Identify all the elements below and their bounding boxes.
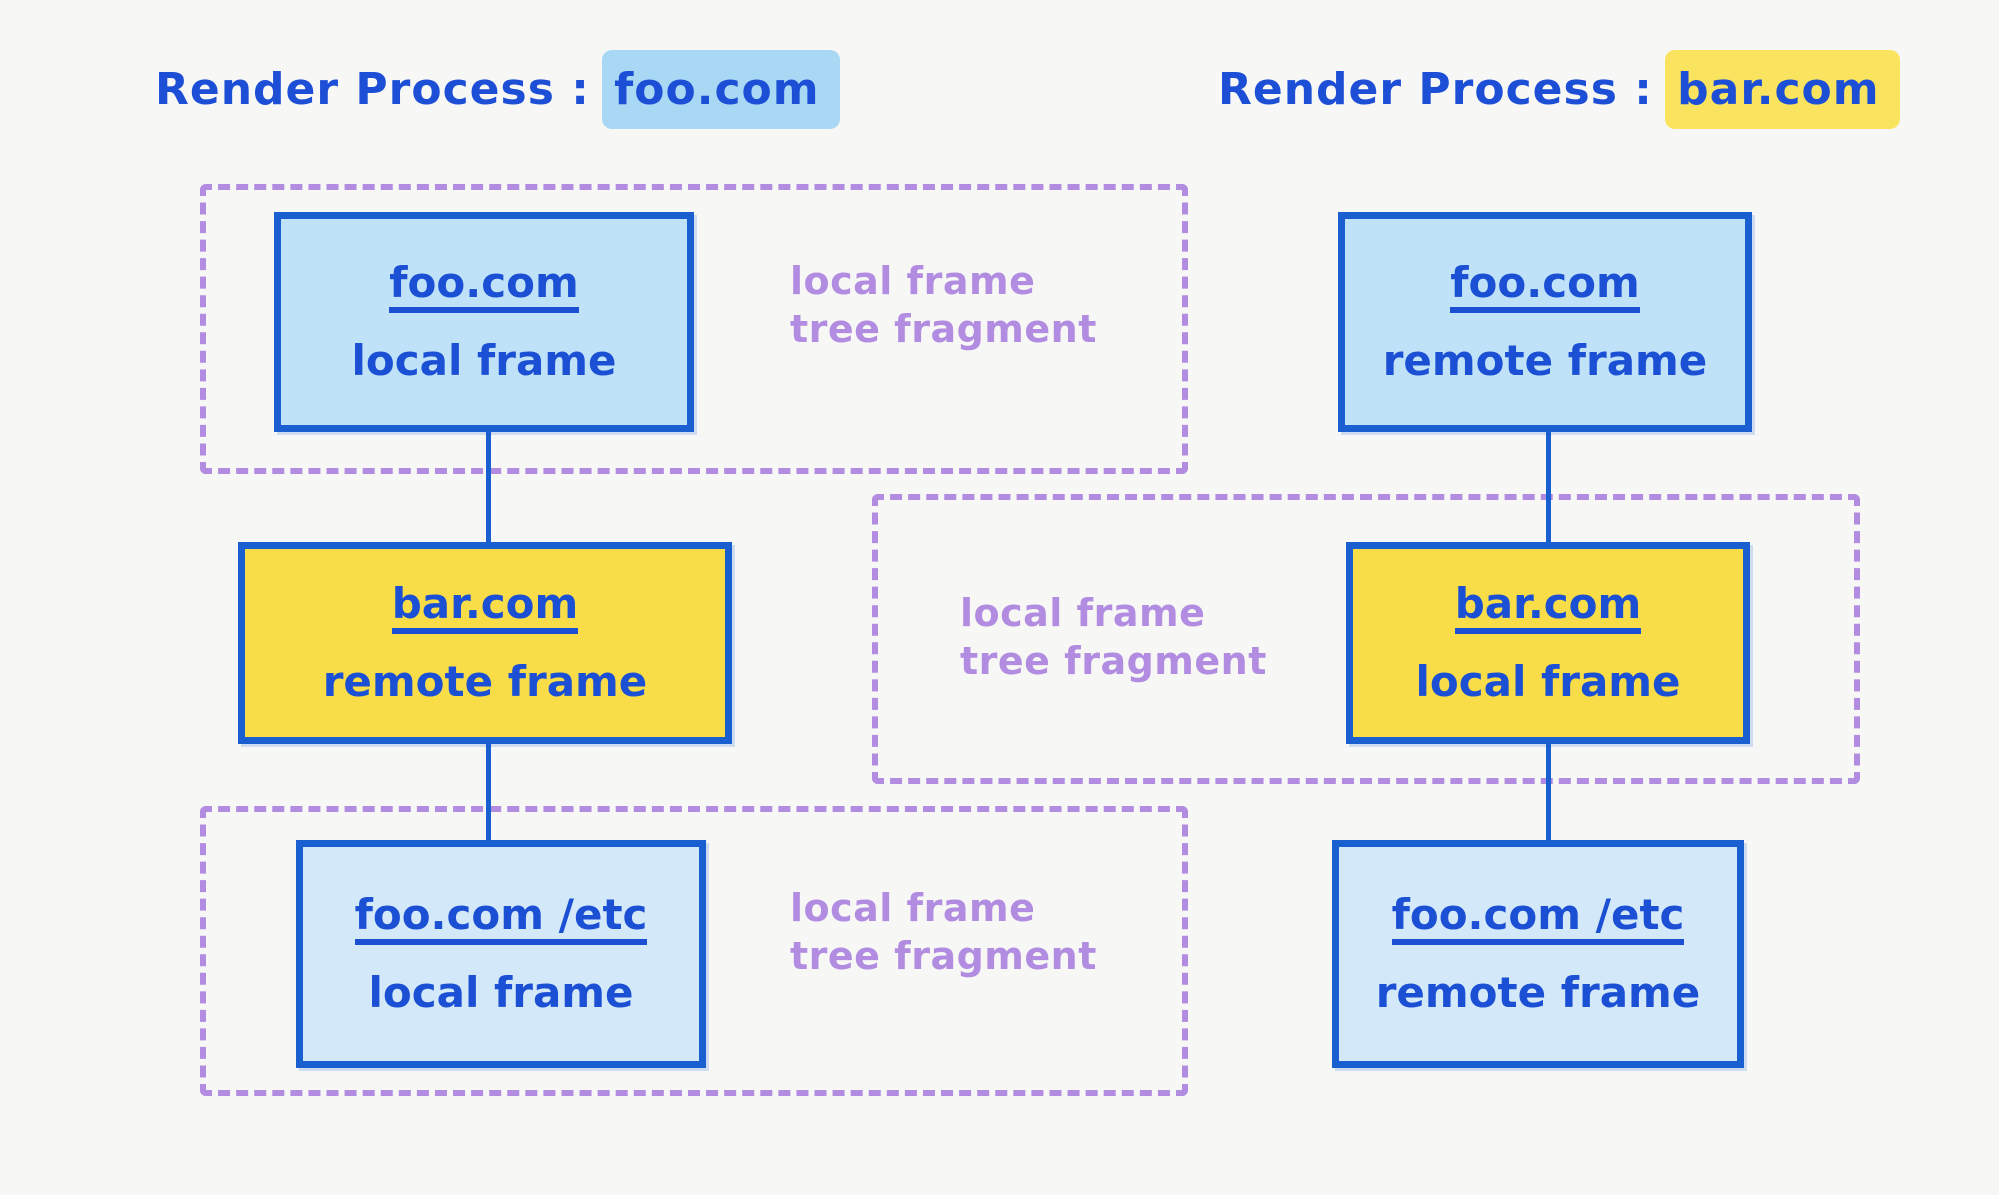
fragment-label-line1: local frame bbox=[960, 591, 1206, 635]
frame-kind: local frame bbox=[1415, 657, 1681, 706]
frame-origin: foo.com /etc bbox=[1391, 892, 1685, 945]
frame-origin: foo.com bbox=[389, 260, 579, 313]
frame-kind: remote frame bbox=[322, 657, 648, 706]
fragment-region-top-left bbox=[200, 184, 1188, 474]
fragment-label-line2: tree fragment bbox=[790, 933, 1097, 978]
fragment-label-line2: tree fragment bbox=[960, 638, 1267, 683]
frame-node-left-3[interactable]: foo.com /etc local frame bbox=[296, 840, 706, 1068]
process-title-right-origin: bar.com bbox=[1665, 50, 1900, 129]
frame-kind: remote frame bbox=[1375, 968, 1701, 1017]
connector-right-2 bbox=[1546, 742, 1551, 862]
fragment-label-top-left: local frame tree fragment bbox=[790, 258, 1097, 353]
connector-left-1 bbox=[486, 430, 491, 550]
frame-node-right-2[interactable]: bar.com local frame bbox=[1346, 542, 1750, 744]
process-title-right-prefix: Render Process : bbox=[1218, 64, 1653, 115]
frame-kind: local frame bbox=[368, 968, 634, 1017]
frame-node-left-2[interactable]: bar.com remote frame bbox=[238, 542, 732, 744]
connector-right-1 bbox=[1546, 430, 1551, 550]
process-title-left: Render Process : foo.com bbox=[155, 50, 841, 129]
frame-origin: bar.com bbox=[391, 581, 579, 634]
fragment-label-middle: local frame tree fragment bbox=[960, 590, 1267, 685]
fragment-label-line1: local frame bbox=[790, 886, 1036, 930]
fragment-region-middle bbox=[872, 494, 1860, 784]
fragment-label-bottom-left: local frame tree fragment bbox=[790, 885, 1097, 980]
frame-origin: foo.com bbox=[1450, 260, 1640, 313]
fragment-region-bottom-left bbox=[200, 806, 1188, 1096]
frame-node-left-1[interactable]: foo.com local frame bbox=[274, 212, 694, 432]
frame-node-right-1[interactable]: foo.com remote frame bbox=[1338, 212, 1752, 432]
process-title-left-prefix: Render Process : bbox=[155, 64, 590, 115]
fragment-label-line2: tree fragment bbox=[790, 306, 1097, 351]
frame-node-right-3[interactable]: foo.com /etc remote frame bbox=[1332, 840, 1744, 1068]
fragment-label-line1: local frame bbox=[790, 259, 1036, 303]
frame-origin: bar.com bbox=[1454, 581, 1642, 634]
process-title-left-origin: foo.com bbox=[602, 50, 841, 129]
frame-kind: remote frame bbox=[1382, 336, 1708, 385]
process-title-right: Render Process : bar.com bbox=[1218, 50, 1900, 129]
frame-origin: foo.com /etc bbox=[354, 892, 648, 945]
frame-kind: local frame bbox=[351, 336, 617, 385]
connector-left-2 bbox=[486, 742, 491, 862]
